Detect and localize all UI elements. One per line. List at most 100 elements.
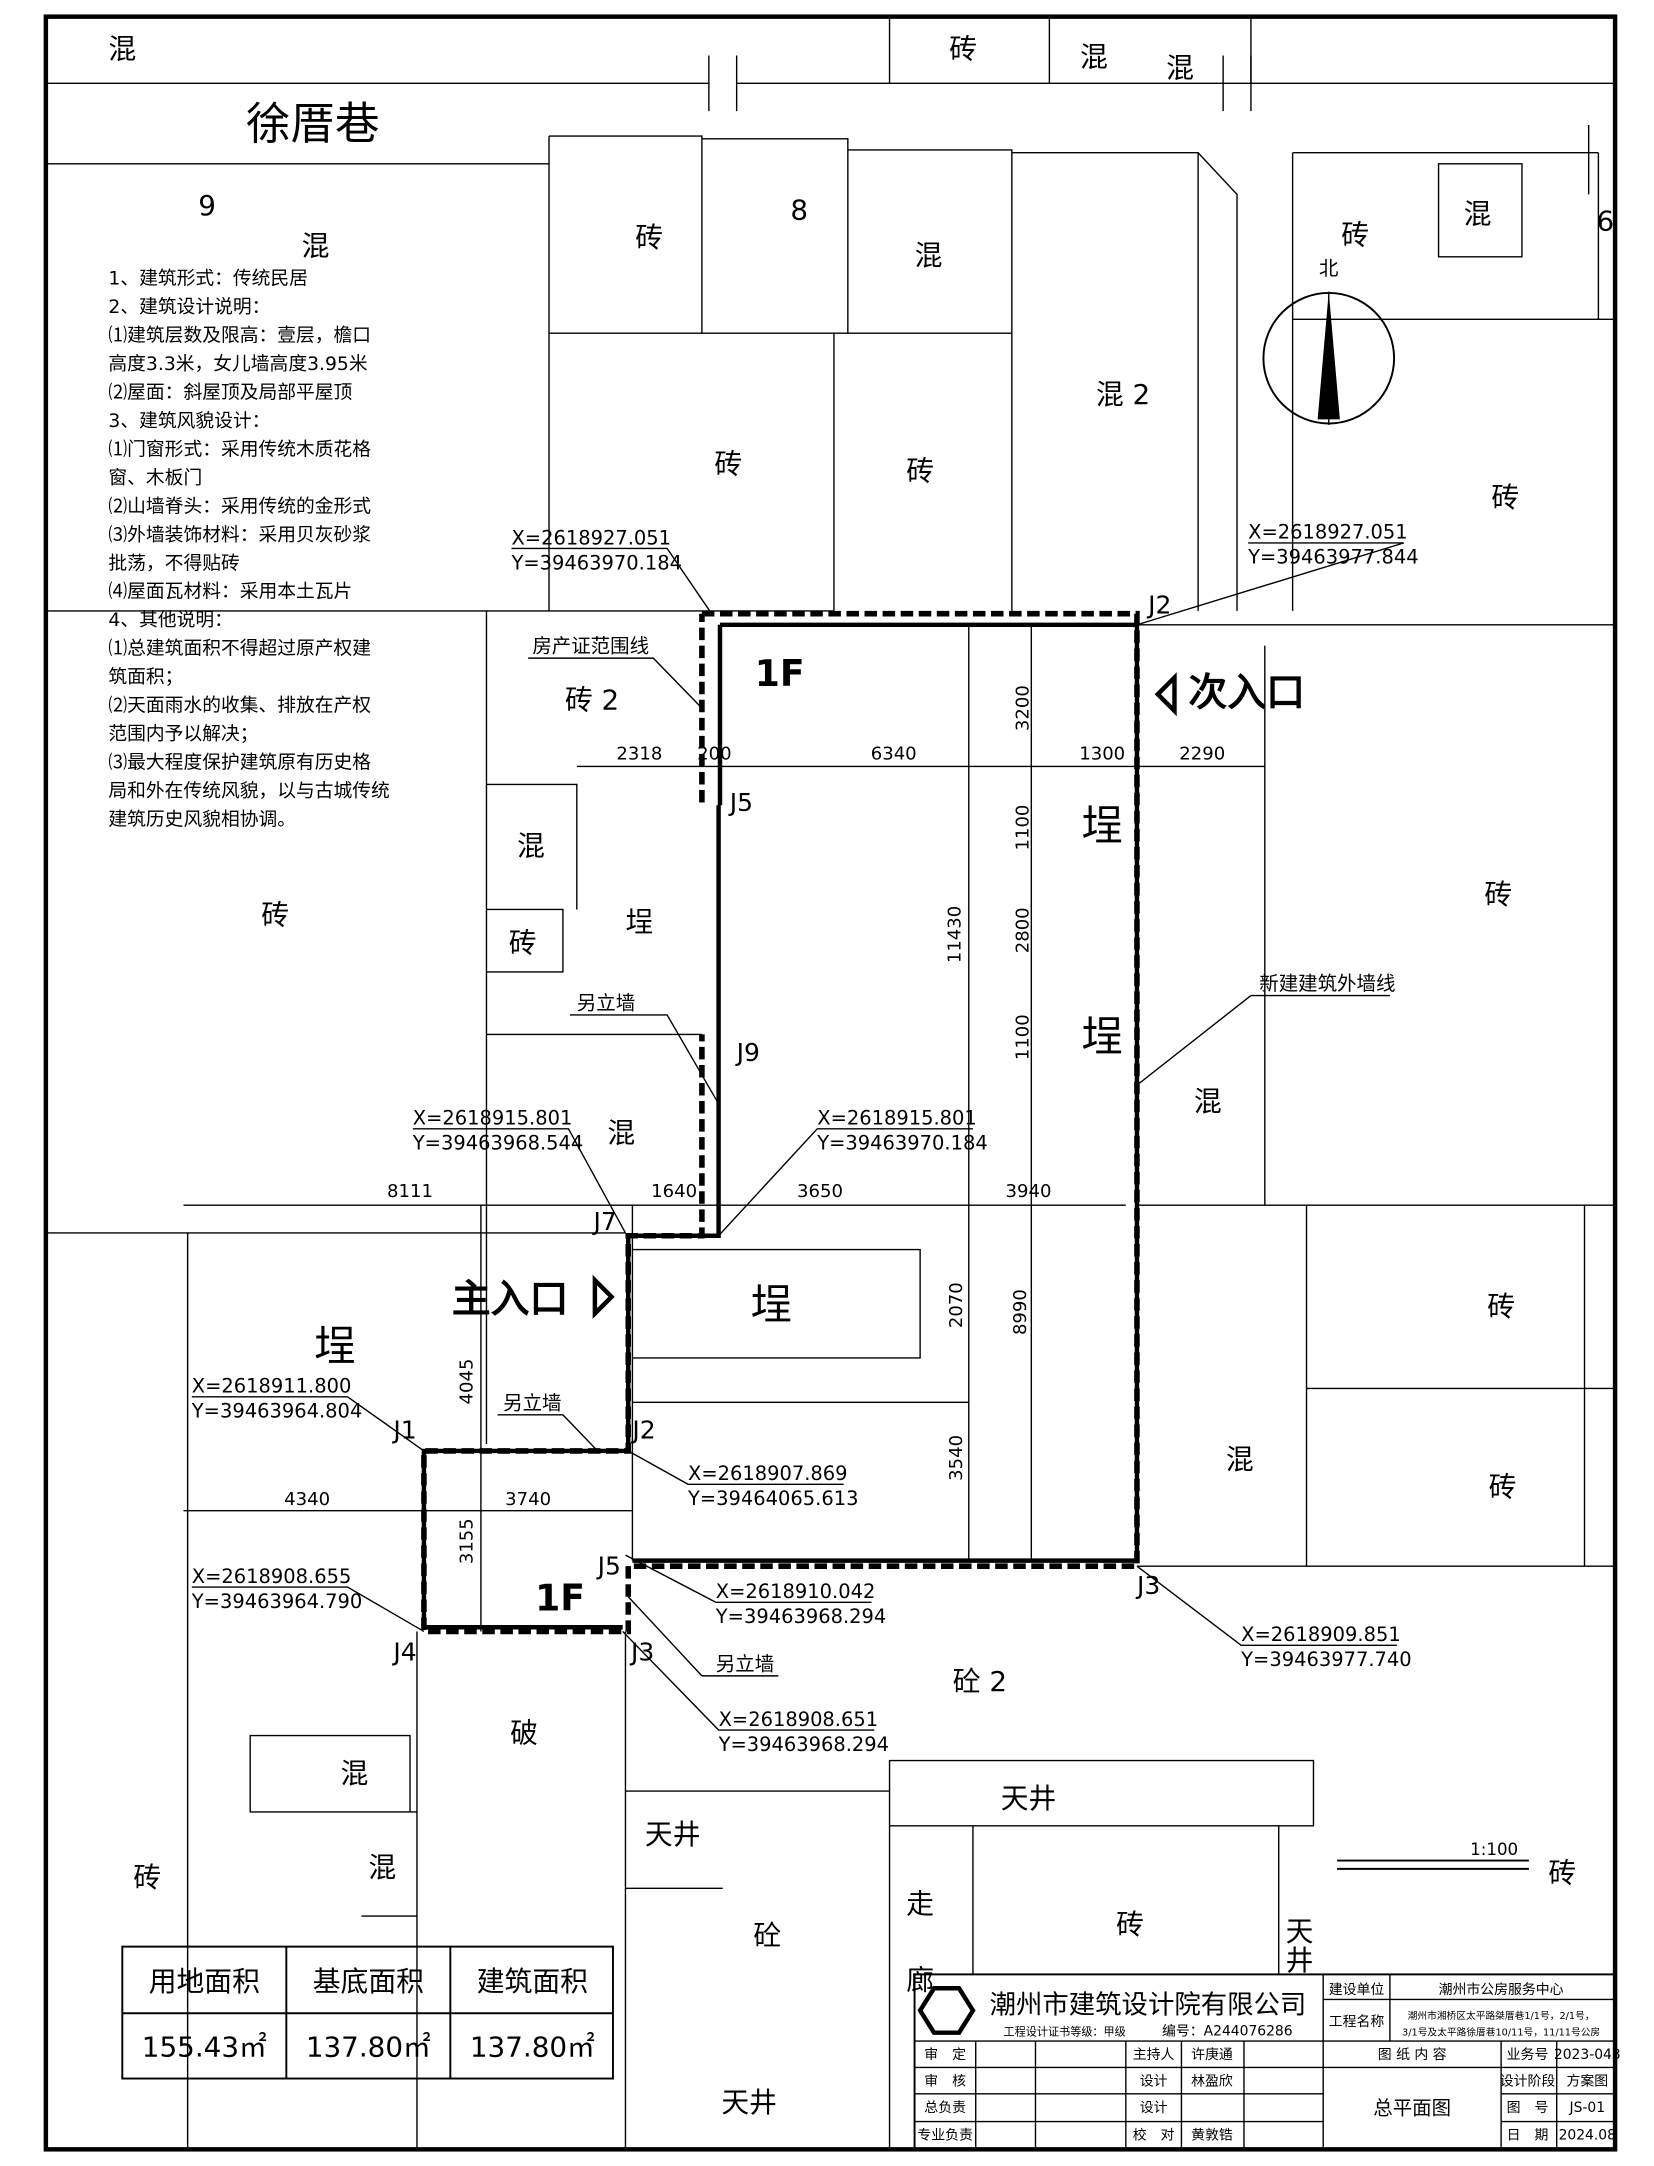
leader-line [1136,1565,1397,1647]
coordinate-x: X=2618907.869 [688,1462,848,1485]
coordinate-y: Y=39464065.613 [687,1487,858,1510]
coordinate-y: Y=39463968.294 [718,1733,889,1756]
staff-role: 设计 [1140,2100,1168,2116]
material-label: 埕 [1081,801,1123,850]
material-label: 天井 [721,2086,777,2119]
drawing-border [43,14,1618,2152]
staff-role: 校 对 [1133,2127,1175,2144]
material-label: 混 [1226,1443,1254,1476]
area-table-value: 137.80㎡ [306,2030,431,2063]
material-label: 混 [1194,1085,1222,1118]
separate-wall-label: 另立墙 [716,1652,774,1675]
floor-label: 1F [535,1577,585,1620]
dimension-horizontal: 1300 [1079,743,1125,764]
material-label: 混 2 [1096,378,1150,411]
coordinate-x: X=2618915.801 [413,1107,573,1130]
boundary-point: J5 [596,1552,621,1581]
leader-line [528,657,703,709]
material-label: 混 [341,1757,369,1790]
dimension-horizontal: 2290 [1179,743,1225,764]
leader-line [191,1586,425,1633]
project-name: 潮州市湘桥区太平路桀厝巷1/1号，2/1号， [1408,2009,1595,2022]
material-label: 埕 [751,1280,793,1329]
house-number: 9 [198,189,216,222]
info-value: 2023-043 [1554,2047,1621,2063]
dimension-vertical: 3540 [946,1435,967,1481]
material-label: 砖 [906,454,934,487]
material-label: 埕 [314,1322,356,1371]
material-label: 天井 [645,1818,701,1851]
main-entrance-arrow-icon [592,1274,615,1319]
secondary-entrance-label: 次入口 [1188,670,1305,715]
dimension-horizontal: 2318 [616,743,662,764]
area-table-header: 用地面积 [149,1965,260,1998]
staff-name: 许庚通 [1191,2047,1233,2063]
leader-line [718,1128,973,1237]
separate-wall-label: 另立墙 [577,991,635,1014]
leader-line [497,1414,599,1452]
north-arrow [1262,291,1396,425]
design-note: 范围内予以解决； [108,723,258,745]
material-label: 砖 [635,221,663,254]
leader-line [1136,542,1405,626]
material-label: 混 [607,1117,635,1150]
design-note: 局和外在传统风貌，以与古城传统 [108,780,389,802]
area-table-grid [122,1946,613,2079]
dimension-vertical: 3155 [457,1518,478,1564]
coordinate-x: X=2618927.051 [1248,521,1408,544]
dimension-vertical: 11430 [944,906,965,963]
material-label: 埕 [1081,1012,1123,1061]
material-label: 破 [510,1717,538,1750]
material-label: 混 [302,229,330,262]
dimension-vertical: 8990 [1010,1289,1031,1335]
separate-wall-label: 另立墙 [503,1391,561,1414]
design-note: 3、建筑风貌设计： [108,410,270,432]
boundary-point: J1 [391,1415,416,1444]
boundary-point: J4 [391,1638,416,1667]
dimension-vertical: 2070 [946,1282,967,1328]
design-note: 筑面积； [108,666,183,688]
material-label: 混 [108,32,136,65]
boundary-point: J5 [728,788,753,817]
boundary-point: J2 [630,1415,655,1444]
leader-line [569,1014,720,1105]
title-block-grid [914,1974,1616,2150]
material-label: 廊 [906,1964,934,1997]
design-note: ⑶外墙装饰材料：采用贝灰砂浆 [108,524,371,546]
dimension-horizontal: 1640 [651,1181,697,1202]
company-name: 潮州市建筑设计院有限公司 [990,1990,1307,2020]
coordinate-x: X=2618909.851 [1241,1623,1401,1646]
area-table-header: 建筑面积 [477,1965,588,1998]
company-logo-icon [917,1986,976,2035]
boundary-point: J2 [1146,591,1171,620]
dimension-vertical: 4045 [457,1359,478,1405]
info-label: 业务号 [1507,2047,1549,2063]
role-label: 总负责 [924,2100,966,2116]
client-name: 潮州市公房服务中心 [1439,1981,1564,1998]
design-note: 建筑历史风貌相协调。 [108,808,296,830]
material-label: 砖 [509,926,537,959]
boundary-point: J7 [591,1207,616,1236]
info-value: 方案图 [1566,2072,1608,2089]
coordinate-x: X=2618911.800 [192,1375,352,1398]
material-label: 砖 [261,899,289,932]
dimension-horizontal: 6340 [871,743,917,764]
material-label: 混 [517,829,545,862]
design-note: 批荡，不得贴砖 [108,552,239,574]
cert-level: 工程设计证书等级：甲级 [1004,2024,1126,2038]
design-note: 1、建筑形式：传统民居 [108,268,308,290]
dimension-horizontal: 200 [697,743,731,764]
coordinate-y: Y=39463970.184 [510,551,681,574]
coordinate-x: X=2618910.042 [716,1580,876,1603]
dimension-horizontal: 8111 [387,1181,433,1202]
design-note: ⑵山墙脊头：采用传统的金形式 [108,495,371,517]
area-table-value: 155.43㎡ [142,2030,267,2063]
title-block [913,1973,1617,2151]
leader-line [627,1450,844,1485]
material-label: 砖 [1484,878,1512,911]
boundary-point: J3 [629,1638,654,1667]
design-note: ⑷屋面瓦材料：采用本土瓦片 [108,581,352,603]
material-label: 砖 [1548,1857,1576,1890]
staff-name: 黄敦锆 [1191,2128,1233,2144]
